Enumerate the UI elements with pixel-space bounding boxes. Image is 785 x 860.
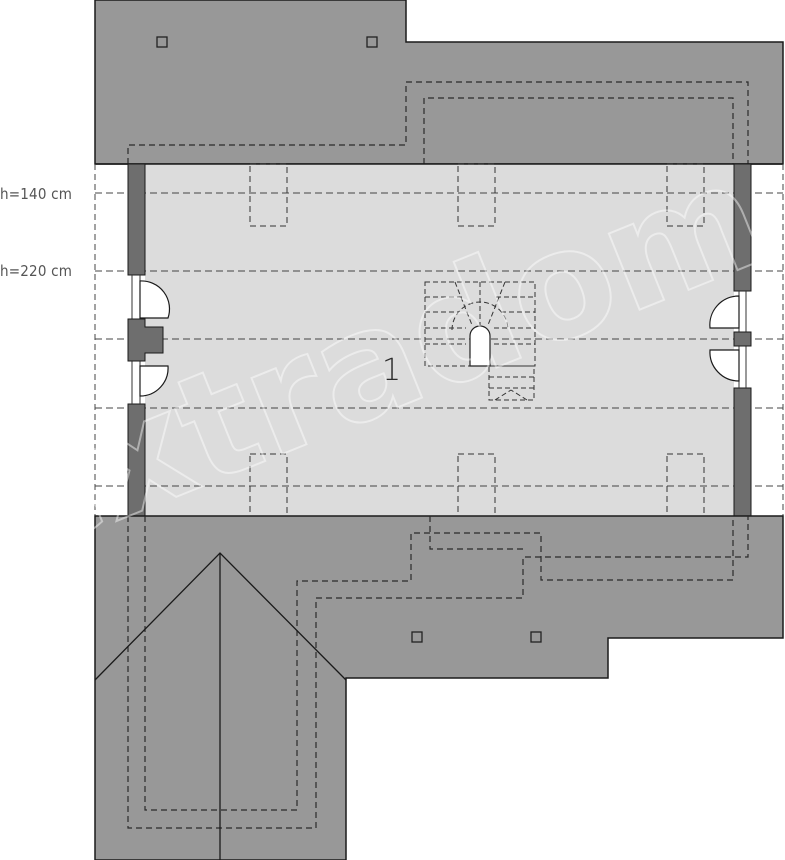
right-swing-lower [709, 349, 740, 382]
left-wall-upper [127, 163, 146, 276]
lower-roof-dashed-outer [127, 516, 749, 829]
stair-arc [451, 301, 509, 331]
lower-roof [94, 515, 784, 860]
height-label-140: h=140 cm [0, 185, 73, 203]
lower-roof-dashed-inner [144, 516, 734, 811]
left-swing-upper [139, 280, 171, 319]
right-chimney [733, 331, 752, 347]
upper-roof-dashed-outline [127, 81, 749, 164]
left-wall-lower [127, 403, 146, 517]
upper-vent-left [156, 36, 168, 48]
right-wall-lower [733, 387, 752, 517]
floor-area [145, 164, 734, 516]
right-wall-upper [733, 163, 752, 292]
lower-roof-dashed-bay [429, 516, 523, 550]
lower-vent-left [411, 631, 423, 643]
upper-roof-dashed-inner [423, 97, 734, 164]
upper-vent-right [366, 36, 378, 48]
stair-well [469, 325, 491, 367]
right-swing-upper [709, 295, 740, 329]
height-label-220: h=220 cm [0, 262, 73, 280]
room-number: 1 [382, 353, 402, 388]
left-swing-lower [139, 365, 169, 397]
lower-vent-right [530, 631, 542, 643]
left-chimney [127, 318, 164, 362]
